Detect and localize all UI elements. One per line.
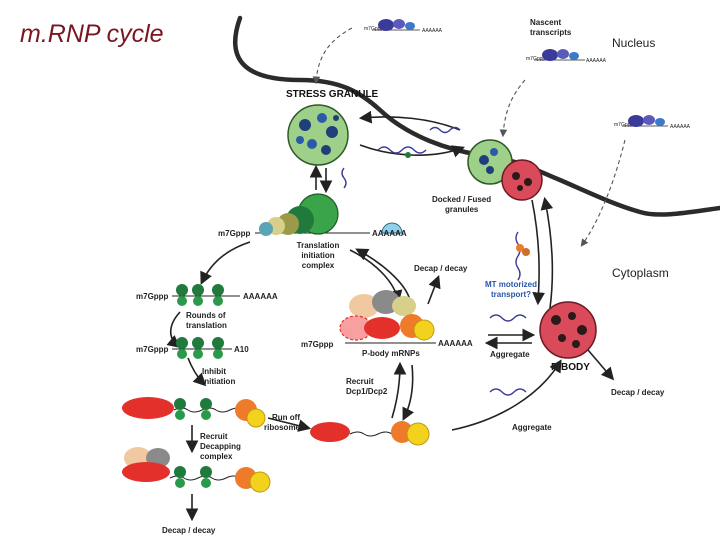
aggregate-arrow bbox=[451, 359, 562, 431]
aggregate-label: Aggregate bbox=[512, 423, 552, 432]
pbody-mrnp-complex bbox=[339, 290, 435, 341]
nascent-label: transcripts bbox=[530, 28, 572, 37]
mrna-wave bbox=[341, 167, 347, 189]
polya-label: AAAAAA bbox=[243, 292, 278, 301]
svg-text:AAAAAA: AAAAAA bbox=[670, 124, 691, 130]
export-arrow bbox=[499, 79, 526, 138]
mrna-wave bbox=[489, 314, 527, 322]
decay-label: Decap / decay bbox=[162, 526, 216, 535]
cycle-arrow bbox=[187, 357, 207, 387]
runoff-label: ribosomes bbox=[264, 423, 305, 432]
rounds-label: translation bbox=[186, 321, 227, 330]
stress-granule-label: STRESS GRANULE bbox=[286, 89, 379, 100]
mrna-wave bbox=[489, 388, 527, 396]
recruit-dc-label: complex bbox=[200, 452, 233, 461]
cycle-arrow bbox=[200, 241, 251, 285]
cycle-arrow bbox=[166, 311, 181, 349]
naked-mrnp bbox=[310, 421, 430, 446]
polya-label: AAAAAA bbox=[438, 339, 473, 348]
recruit-dcp-label: Dcp1/Dcp2 bbox=[346, 387, 388, 396]
cap-label: m7Gppp bbox=[301, 340, 334, 349]
svg-text:AAAAAA: AAAAAA bbox=[586, 58, 607, 64]
mt-label: MT motorized bbox=[485, 280, 537, 289]
decay-arrow bbox=[427, 275, 441, 305]
ribosome bbox=[405, 152, 411, 158]
pabp bbox=[381, 222, 403, 234]
motor-protein bbox=[522, 248, 530, 256]
recruit-dcp-arrow bbox=[402, 364, 415, 421]
decay-label: Decap / decay bbox=[414, 264, 468, 273]
p-body bbox=[539, 301, 597, 359]
pbody-mrnps-label: P-body mRNPs bbox=[362, 349, 420, 358]
svg-text:m7Gppp: m7Gppp bbox=[614, 122, 633, 128]
decay-label: Decap / decay bbox=[611, 388, 665, 397]
cycle-arrow bbox=[355, 248, 411, 301]
to-docked-granules-arrow bbox=[359, 144, 466, 158]
pbody-decay-arrow bbox=[587, 349, 615, 381]
nascent-label: Nascent bbox=[530, 18, 561, 27]
tic-label: Translation bbox=[297, 241, 340, 250]
aggregate-label: Aggregate bbox=[490, 350, 530, 359]
a10-label: A10 bbox=[234, 345, 249, 354]
inhibit-label: Inhibit bbox=[202, 367, 226, 376]
nascent-transcript: m7Gppp AAAAAA bbox=[364, 19, 443, 34]
decapping-complex-mrnp bbox=[122, 447, 271, 493]
motor-protein bbox=[516, 244, 524, 252]
recruit-dc-label: Decapping bbox=[200, 442, 241, 451]
tic-label: initiation bbox=[301, 251, 334, 260]
mt-label: transport? bbox=[491, 290, 531, 299]
docked-label: Docked / Fused bbox=[432, 195, 491, 204]
inhibited-mrnp bbox=[122, 397, 266, 428]
ribosome-pair bbox=[176, 337, 224, 359]
docked-label: granules bbox=[445, 205, 479, 214]
docked-granules bbox=[467, 139, 543, 201]
nucleus-label: Nucleus bbox=[612, 36, 655, 50]
svg-text:m7Gppp: m7Gppp bbox=[526, 56, 545, 62]
cap-label: m7Gppp bbox=[136, 292, 169, 301]
nascent-transcript: m7Gppp AAAAAA bbox=[614, 115, 691, 130]
runoff-label: Run off bbox=[272, 413, 300, 422]
inhibit-label: initiation bbox=[202, 377, 235, 386]
cytoplasm-label: Cytoplasm bbox=[612, 266, 669, 280]
recruit-dcp-arrow bbox=[391, 361, 407, 419]
slide-title: m.RNP cycle bbox=[20, 20, 164, 48]
svg-text:m7Gppp: m7Gppp bbox=[364, 26, 383, 32]
mrna-wave bbox=[377, 146, 427, 154]
recruit-dc-label: Recruit bbox=[200, 432, 228, 441]
to-stress-granule-arrow bbox=[358, 110, 461, 131]
polya-label: AAAAAA bbox=[372, 229, 407, 238]
runoff-arrow bbox=[267, 417, 312, 432]
ribosome-pair bbox=[176, 284, 224, 306]
cap-label: m7Gppp bbox=[136, 345, 169, 354]
tic-label: complex bbox=[302, 261, 335, 270]
svg-text:AAAAAA: AAAAAA bbox=[422, 28, 443, 34]
pbody-to-granules-arrow bbox=[540, 196, 554, 309]
translation-initiation-complex bbox=[259, 193, 339, 236]
stress-granule bbox=[287, 104, 349, 166]
granules-to-pbody-arrow bbox=[531, 199, 546, 306]
pbody-label: P-BODY bbox=[551, 362, 590, 373]
mrna-wave bbox=[429, 126, 461, 134]
mrna-wave bbox=[515, 231, 521, 281]
recruit-dcp-label: Recruit bbox=[346, 377, 374, 386]
export-arrow bbox=[312, 27, 353, 85]
nascent-transcript: m7Gppp AAAAAA bbox=[526, 49, 607, 64]
cap-label: m7Gppp bbox=[218, 229, 251, 238]
rounds-label: Rounds of bbox=[186, 311, 226, 320]
